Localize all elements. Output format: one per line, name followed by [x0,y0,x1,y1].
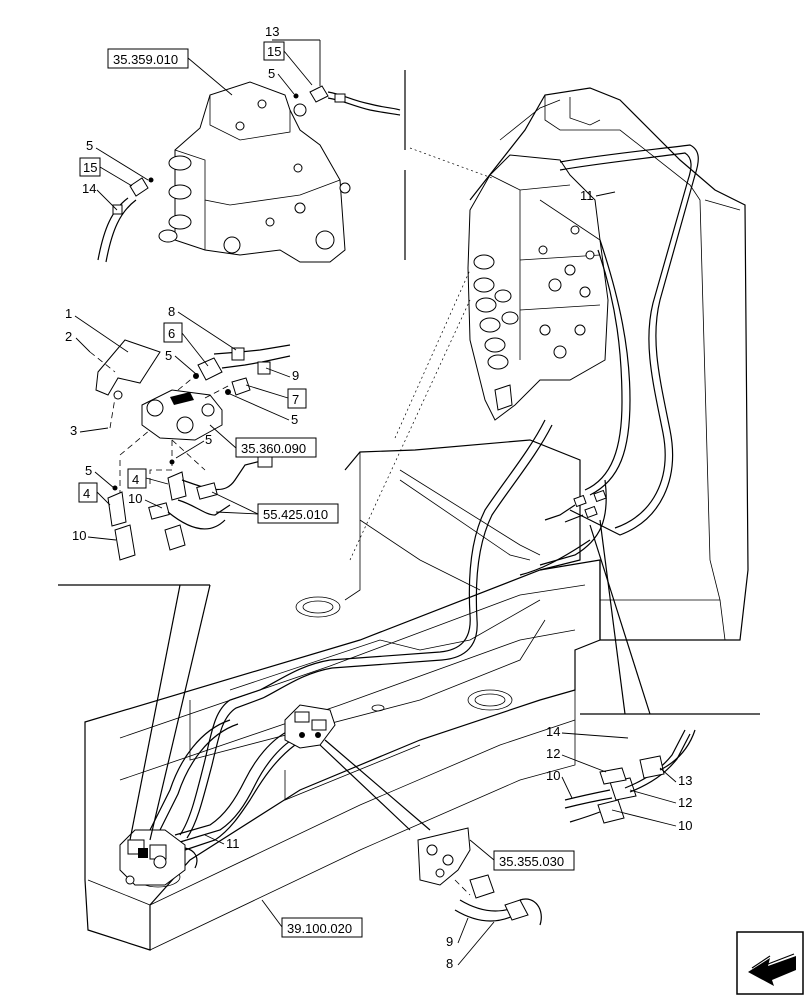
callout-4-right: 4 [132,472,139,487]
hose-routing [149,144,699,851]
callout-13-right: 13 [678,773,692,788]
callout-15-top: 15 [267,44,281,59]
callout-10-mid-b: 10 [72,528,86,543]
svg-text:35.360.090[interactable]: 35.360.090 [241,441,306,456]
callout-13-top: 13 [265,24,279,39]
callout-5-mid-a: 5 [165,348,172,363]
control-valve-detail [97,81,401,263]
callout-15-top-box: 15 [263,41,285,61]
callout-5-top: 5 [268,66,275,81]
floor-valve-detail [417,827,542,926]
svg-text:35.355.030[interactable]: 35.355.030 [499,854,564,869]
reference-links[interactable]: 35.359.010 35.360.090 55.425.010 35.355.… [107,48,575,938]
svg-text:55.425.010[interactable]: 55.425.010 [263,507,328,522]
callout-6: 6 [168,326,175,341]
detail-leader-dotted [349,147,493,561]
callout-5-mid-b: 5 [291,412,298,427]
ref-55-425-010[interactable]: 55.425.010 [257,503,339,524]
callout-4-left-box: 4 [78,482,98,503]
callout-5-left: 5 [86,138,93,153]
pedal-valve [119,829,198,886]
svg-text:39.100.020[interactable]: 39.100.020 [287,921,352,936]
detail-separators [58,70,760,715]
callout-14-right: 14 [546,724,560,739]
callout-2: 2 [65,329,72,344]
floor-valve [284,704,336,749]
detail-leader-solid [129,519,651,841]
callout-10-right-a: 10 [546,768,560,783]
main-valve-bank [467,154,609,421]
callout-6-box: 6 [163,322,183,343]
callout-10-mid-a: 10 [128,491,142,506]
chassis-frame [84,87,749,951]
callout-11-upper: 11 [580,188,594,203]
ref-35-355-030[interactable]: 35.355.030 [493,850,575,871]
callout-15-left: 15 [83,160,97,175]
callout-12-right-b: 12 [678,795,692,810]
callout-14-left: 14 [82,181,96,196]
callout-8-mid: 8 [168,304,175,319]
quick-coupler-detail [564,729,696,824]
callout-10-right-b: 10 [678,818,692,833]
callout-8-bottom: 8 [446,956,453,971]
callout-1: 1 [65,306,72,321]
ref-35-359-010[interactable]: 35.359.010 [107,48,189,69]
ref-35-360-090[interactable]: 35.360.090 [235,437,317,458]
callout-15-left-box: 15 [79,157,101,177]
callout-9-mid: 9 [292,368,299,383]
callout-4-left: 4 [83,486,90,501]
callout-5-mid-d: 5 [85,463,92,478]
callouts: 13 15 5 5 15 14 11 1 2 8 6 [65,24,692,971]
ref-39-100-020[interactable]: 39.100.020 [281,917,363,938]
callout-4-right-box: 4 [127,468,147,489]
callout-12-right-a: 12 [546,746,560,761]
svg-text:35.359.010[interactable]: 35.359.010 [113,52,178,67]
callout-5-mid-c: 5 [205,432,212,447]
solenoid-valve-detail [89,339,291,561]
callout-9-bottom: 9 [446,934,453,949]
callout-7: 7 [292,392,299,407]
callout-7-box: 7 [287,388,307,409]
next-page-arrow-icon[interactable] [736,931,804,995]
callout-11-lower: 11 [226,836,240,851]
callout-3: 3 [70,423,77,438]
